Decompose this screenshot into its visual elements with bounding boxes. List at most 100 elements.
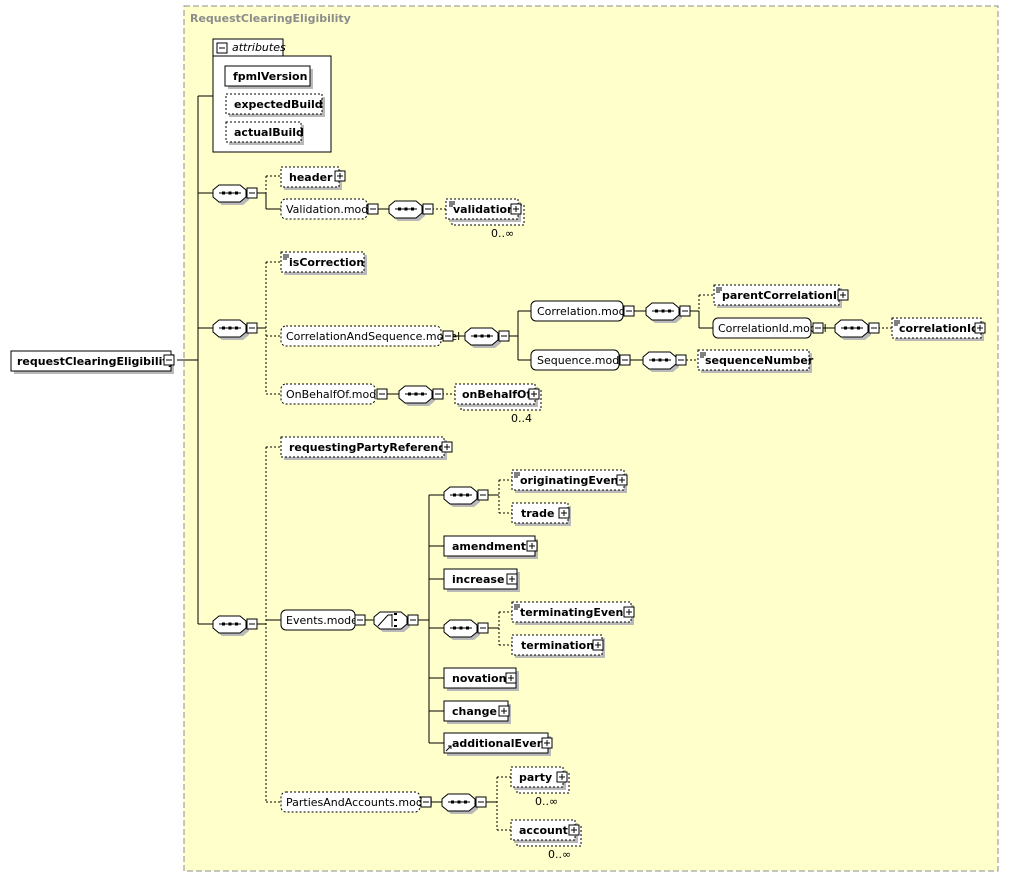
root-element-label: requestClearingEligibility	[17, 355, 175, 368]
element-parentcorrelationid[interactable]: parentCorrelationId	[713, 284, 849, 308]
collapse-icon[interactable]	[246, 187, 258, 199]
svg-text:originatingEvent: originatingEvent	[520, 474, 624, 487]
element-party[interactable]: party 0..∞	[510, 766, 570, 808]
expand-icon[interactable]	[558, 507, 570, 519]
element-onbehalfof[interactable]: onBehalfOf 0..4	[454, 383, 542, 425]
sequence-compositor-sequence-model[interactable]	[642, 351, 687, 372]
collapse-icon[interactable]	[675, 354, 687, 366]
group-onbehalfof-model[interactable]: OnBehalfOf.model	[280, 383, 388, 405]
svg-text:requestingPartyReference: requestingPartyReference	[289, 441, 452, 454]
collapse-icon[interactable]	[679, 305, 691, 317]
collapse-icon[interactable]	[376, 388, 388, 400]
expand-icon[interactable]	[505, 672, 517, 684]
cardinality-label: 0..∞	[548, 848, 571, 861]
choice-compositor-events[interactable]	[373, 611, 419, 632]
sequence-compositor-correlation[interactable]	[464, 327, 510, 348]
expand-icon[interactable]	[541, 737, 553, 749]
group-events-model[interactable]: Events.model	[280, 609, 366, 631]
collapse-icon[interactable]	[868, 322, 880, 334]
collapse-icon[interactable]	[246, 618, 258, 630]
group-partiesandaccounts-model[interactable]: PartiesAndAccounts.model	[280, 791, 433, 813]
group-correlation-and-sequence-model[interactable]: CorrelationAndSequence.model	[280, 325, 460, 347]
svg-text:novation: novation	[452, 672, 506, 685]
expand-icon[interactable]	[510, 203, 522, 215]
expand-icon[interactable]	[526, 540, 538, 552]
collapse-icon[interactable]	[812, 322, 824, 334]
expand-icon[interactable]	[498, 705, 510, 717]
svg-text:Validation.model: Validation.model	[286, 203, 378, 216]
collapse-icon[interactable]	[216, 42, 228, 54]
svg-text:trade: trade	[521, 507, 554, 520]
sequence-compositor-parties[interactable]	[441, 793, 487, 814]
collapse-icon[interactable]	[422, 203, 434, 215]
expand-icon[interactable]	[623, 606, 635, 618]
element-iscorrection[interactable]: isCorrection	[280, 251, 367, 275]
element-requestingpartyreference[interactable]: requestingPartyReference	[280, 436, 453, 460]
collapse-icon[interactable]	[477, 489, 489, 501]
expand-icon[interactable]	[592, 639, 604, 651]
collapse-icon[interactable]	[498, 330, 510, 342]
sequence-compositor-2[interactable]	[212, 319, 258, 340]
svg-text:OnBehalfOf.model: OnBehalfOf.model	[286, 388, 386, 401]
svg-text:change: change	[452, 705, 497, 718]
sequence-compositor-1[interactable]	[212, 184, 258, 205]
group-correlation-model[interactable]: Correlation.model	[530, 300, 635, 322]
collapse-icon[interactable]	[163, 354, 175, 366]
group-validation-model[interactable]: Validation.model	[280, 198, 379, 220]
collapse-icon[interactable]	[407, 614, 419, 626]
expand-icon[interactable]	[568, 824, 580, 836]
expand-icon[interactable]	[556, 771, 568, 783]
element-account[interactable]: account 0..∞	[510, 819, 582, 861]
element-termination[interactable]: termination	[511, 634, 605, 658]
svg-text:validation: validation	[453, 203, 515, 216]
collapse-icon[interactable]	[354, 614, 366, 626]
element-novation[interactable]: novation	[443, 667, 519, 691]
element-validation[interactable]: validation 0..∞	[445, 198, 525, 240]
element-correlationid[interactable]: correlationId	[891, 317, 986, 341]
element-additionalevent[interactable]: additionalEvent	[443, 732, 553, 756]
expand-icon[interactable]	[837, 289, 849, 301]
svg-text:termination: termination	[521, 639, 594, 652]
sequence-compositor-validation[interactable]	[388, 200, 434, 221]
expand-icon[interactable]	[334, 170, 346, 182]
sequence-compositor-3[interactable]	[212, 615, 258, 636]
element-originatingevent[interactable]: originatingEvent	[511, 469, 628, 493]
collapse-icon[interactable]	[619, 354, 631, 366]
expand-icon[interactable]	[506, 573, 518, 585]
collapse-icon[interactable]	[420, 796, 432, 808]
svg-text:Sequence.model: Sequence.model	[537, 354, 629, 367]
expand-icon[interactable]	[528, 388, 540, 400]
sequence-compositor-terminating[interactable]	[443, 619, 489, 640]
element-header[interactable]: header	[280, 166, 346, 190]
group-correlationid-model[interactable]: CorrelationId.model	[712, 317, 827, 339]
svg-text:parentCorrelationId: parentCorrelationId	[722, 289, 845, 302]
element-terminatingevent[interactable]: terminatingEvent	[511, 601, 635, 625]
svg-text:CorrelationAndSequence.model: CorrelationAndSequence.model	[286, 330, 460, 343]
expand-icon[interactable]	[974, 322, 986, 334]
collapse-icon[interactable]	[246, 322, 258, 334]
element-sequencenumber[interactable]: sequenceNumber	[697, 349, 814, 373]
sequence-compositor-onbehalfof[interactable]	[398, 385, 444, 406]
expand-icon[interactable]	[441, 441, 453, 453]
collapse-icon[interactable]	[475, 796, 487, 808]
expand-icon[interactable]	[616, 474, 628, 486]
element-trade[interactable]: trade	[511, 502, 571, 526]
root-element[interactable]: requestClearingEligibility	[10, 350, 175, 374]
collapse-icon[interactable]	[477, 622, 489, 634]
collapse-icon[interactable]	[367, 203, 379, 215]
svg-text:Correlation.model: Correlation.model	[537, 305, 635, 318]
attribute-fpmlversion: fpmlVersion	[233, 70, 307, 83]
sequence-compositor-originating[interactable]	[443, 486, 489, 507]
collapse-icon[interactable]	[442, 330, 454, 342]
collapse-icon[interactable]	[623, 305, 635, 317]
element-amendment[interactable]: amendment	[443, 535, 538, 559]
element-change[interactable]: change	[443, 700, 511, 724]
attribute-expectedbuild: expectedBuild	[234, 98, 323, 111]
sequence-compositor-correlation-model[interactable]	[645, 302, 691, 323]
group-sequence-model[interactable]: Sequence.model	[530, 349, 631, 371]
sequence-compositor-correlationid[interactable]	[834, 319, 880, 340]
element-increase[interactable]: increase	[443, 568, 520, 592]
svg-text:PartiesAndAccounts.model: PartiesAndAccounts.model	[286, 796, 433, 809]
collapse-icon[interactable]	[432, 388, 444, 400]
